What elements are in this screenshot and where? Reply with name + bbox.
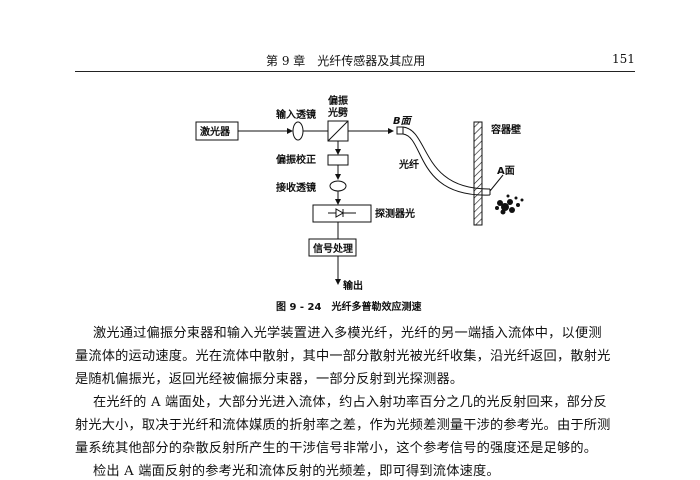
container-wall-label: 容器壁 xyxy=(490,123,521,136)
polarization-correction-label: 偏振校正 xyxy=(276,153,316,166)
fluid-particles xyxy=(495,194,524,215)
fiber-label: 光纤 xyxy=(398,158,419,171)
b-face-label: B面 xyxy=(393,116,413,127)
figure-caption: 图 9 - 24 光纤多普勒效应测速 xyxy=(276,300,421,313)
body-line: 在光纤的 A 端面处，大部分光进入流体，约占入射功率百分之几的光反射回来，部分反 xyxy=(93,395,607,410)
receiving-lens xyxy=(329,180,347,192)
body-line: 是随机偏振光，返回光经被偏振分束器，一部分反射到光探测器。 xyxy=(75,372,464,387)
input-lens-label: 输入透镜 xyxy=(276,108,316,121)
chapter-header: 第 9 章 光纤传感器及其应用 xyxy=(266,54,426,68)
output-label: 输出 xyxy=(343,279,363,292)
laser-label: 激光器 xyxy=(200,125,231,138)
body-line: 射光大小，取决于光纤和流体媒质的折射率之差，作为光频差测量干涉的参考光。由于所测 xyxy=(75,418,611,433)
header-rule xyxy=(75,71,635,72)
body-line: 量系统其他部分的杂散反射所产生的干涉信号非常小，这个参考信号的强度还是足够的。 xyxy=(75,441,598,456)
splitter-label-2: 光劈 xyxy=(327,106,348,119)
page-number: 151 xyxy=(612,52,635,66)
receiving-lens-label: 接收透镜 xyxy=(276,181,316,194)
container-wall xyxy=(473,121,483,226)
optical-fiber xyxy=(402,126,491,190)
signal-processing-label: 信号处理 xyxy=(313,242,353,255)
body-line: 激光通过偏振分束器和输入光学装置进入多模光纤，光纤的另一端插入流体中，以便测 xyxy=(93,326,602,341)
splitter-label-1: 偏振 xyxy=(328,94,348,107)
signal-processing-box xyxy=(308,238,357,257)
input-lens xyxy=(292,121,304,141)
polarization-corrector xyxy=(327,154,349,166)
detector-label: 探测器光 xyxy=(375,207,415,220)
body-line: 量流体的运动速度。光在流体中散射，其中一部分散射光被光纤收集，沿光纤返回，散射光 xyxy=(75,349,611,364)
detector-box xyxy=(312,204,372,223)
body-line: 检出 A 端面反射的参考光和流体反射的光频差，即可得到流体速度。 xyxy=(93,464,500,479)
a-face-label: A面 xyxy=(497,165,515,177)
